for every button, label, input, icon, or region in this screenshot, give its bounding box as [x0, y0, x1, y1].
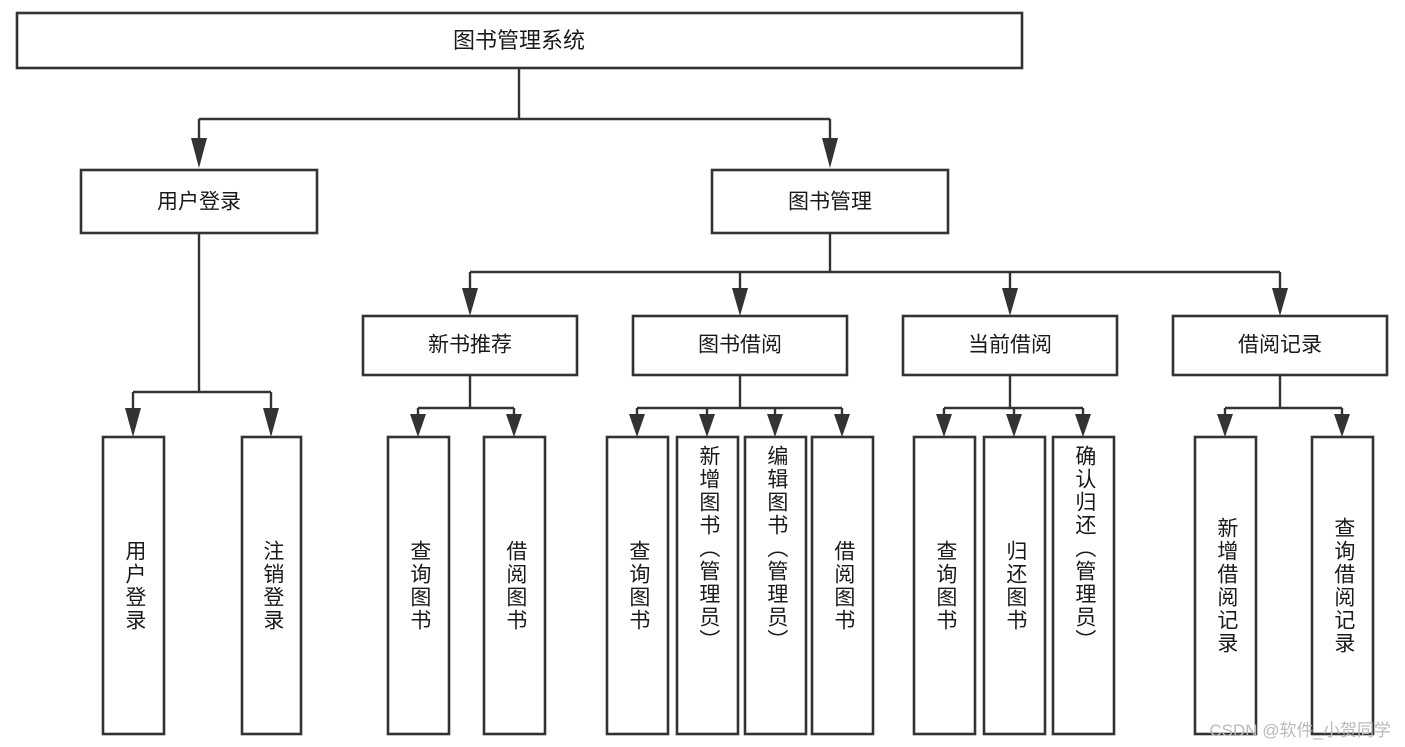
arrow-to-leaf-logout-login: [263, 408, 279, 437]
leaf-box-user-login[interactable]: [101, 435, 166, 736]
node-root[interactable]: 图书管理系统: [15, 11, 1024, 70]
current-borrow-box[interactable]: [901, 314, 1119, 377]
leaf-box-borrow-book-2[interactable]: [810, 435, 875, 736]
leaf-box-confirm-return[interactable]: [1051, 435, 1116, 736]
arrow-to-book-borrow: [732, 288, 748, 316]
arrow-to-borrow-record: [1272, 288, 1288, 316]
connector-user-login-to-leaves: [125, 233, 279, 437]
arrow-to-leaf-query-record: [1334, 414, 1350, 437]
root-box[interactable]: [15, 11, 1024, 70]
leaf-box-query-book-2[interactable]: [605, 435, 670, 736]
arrow-to-user-login: [191, 138, 207, 168]
connector-current-borrow-to-leaves: [936, 375, 1091, 437]
leaf-box-query-book-3[interactable]: [912, 435, 977, 736]
leaf-box-logout-login[interactable]: [240, 435, 303, 736]
csdn-watermark: CSDN @软件_小贺同学: [1209, 721, 1391, 740]
root-label: 图书管理系统: [453, 28, 585, 53]
node-user-login[interactable]: 用户登录: [79, 168, 319, 235]
arrow-to-leaf-borrow-book-2: [834, 414, 850, 437]
arrow-to-leaf-confirm-return: [1075, 414, 1091, 437]
borrow-record-label: 借阅记录: [1238, 334, 1322, 357]
leaf-box-edit-book[interactable]: [743, 435, 808, 736]
leaf-box-add-record[interactable]: [1193, 435, 1258, 736]
leaf-box-query-book-1[interactable]: [386, 435, 451, 736]
user-login-label: 用户登录: [157, 191, 241, 214]
node-current-borrow[interactable]: 当前借阅: [901, 314, 1119, 377]
leaf-box-borrow-book-1[interactable]: [482, 435, 547, 736]
connector-borrow-record-to-leaves: [1217, 375, 1350, 437]
connector-book-borrow-to-leaves: [629, 375, 850, 437]
node-borrow-record[interactable]: 借阅记录: [1171, 314, 1389, 377]
arrow-to-leaf-edit-book: [767, 414, 783, 437]
leaf-box-add-book[interactable]: [675, 435, 740, 736]
current-borrow-label: 当前借阅: [968, 334, 1052, 357]
leaf-box-return-book[interactable]: [982, 435, 1047, 736]
node-new-book-recommend[interactable]: 新书推荐: [361, 314, 579, 377]
book-management-label: 图书管理: [788, 191, 872, 214]
arrow-to-new-book-recommend: [462, 288, 478, 316]
arrow-to-book-management: [822, 138, 838, 168]
node-book-management[interactable]: 图书管理: [710, 168, 950, 235]
connector-new-book-recommend-to-leaves: [410, 375, 522, 437]
arrow-to-leaf-query-book-3: [936, 414, 952, 437]
arrow-to-leaf-user-login: [125, 408, 141, 437]
arrow-to-leaf-return-book: [1006, 414, 1022, 437]
connector-root-to-level2: [191, 68, 838, 168]
new-book-recommend-label: 新书推荐: [428, 334, 512, 357]
arrow-to-leaf-borrow-book-1: [506, 414, 522, 437]
arrow-to-leaf-query-book-2: [629, 414, 645, 437]
arrow-to-current-borrow: [1002, 288, 1018, 316]
node-book-borrow[interactable]: 图书借阅: [631, 314, 849, 377]
arrow-to-leaf-add-record: [1217, 414, 1233, 437]
new-book-recommend-box[interactable]: [361, 314, 579, 377]
connector-book-management-to-level3: [462, 233, 1288, 316]
arrow-to-leaf-query-book-1: [410, 414, 426, 437]
user-login-box[interactable]: [79, 168, 319, 235]
leaf-box-query-record[interactable]: [1310, 435, 1375, 736]
book-borrow-label: 图书借阅: [698, 334, 782, 357]
arrow-to-leaf-add-book: [699, 414, 715, 437]
